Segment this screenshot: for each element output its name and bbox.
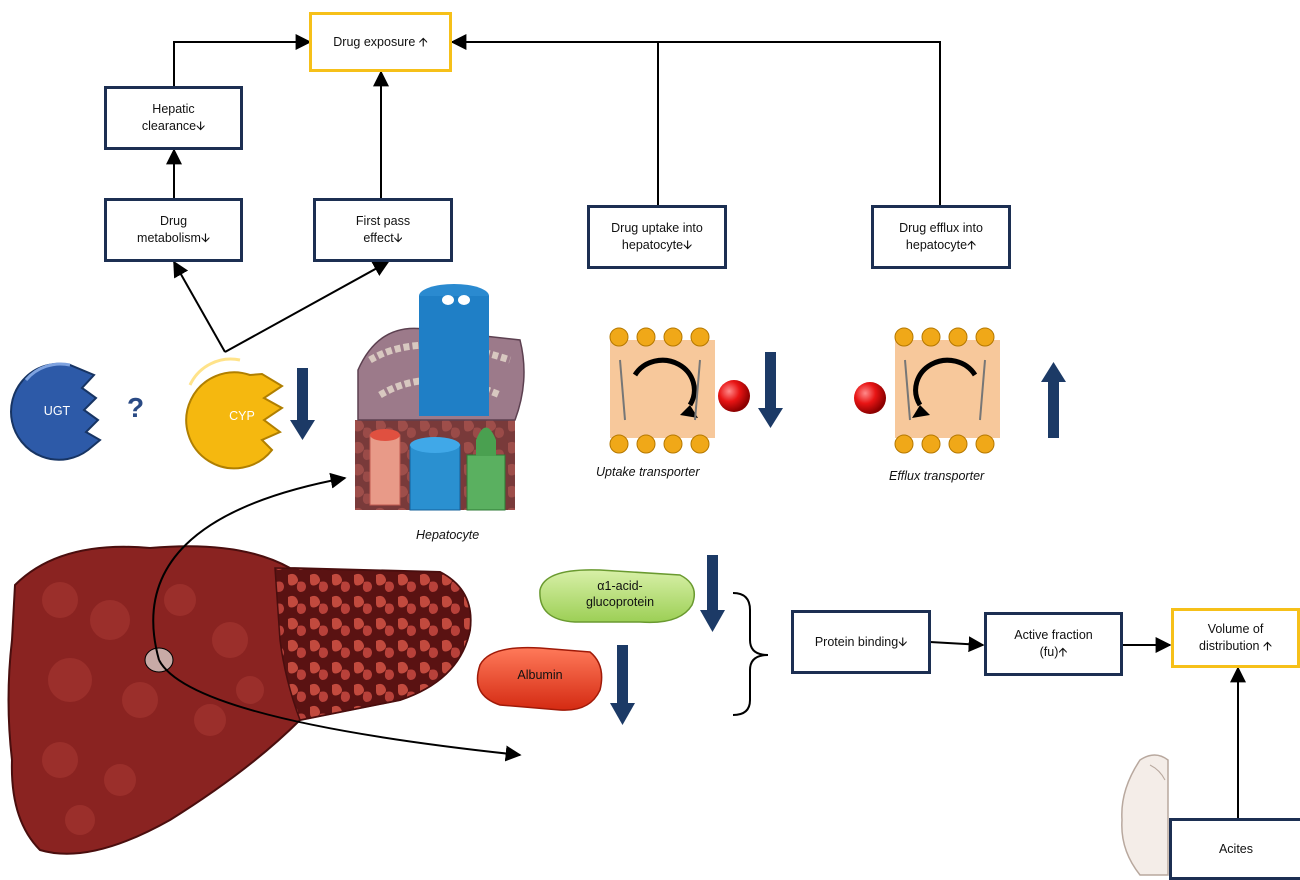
uptake-transporter-icon bbox=[609, 327, 715, 454]
active-fraction-label: Active fraction (fu)🡩 bbox=[1014, 628, 1093, 659]
drug-exposure-label: Drug exposure 🡩 bbox=[333, 34, 428, 49]
volume-of-distribution-label: Volume of distribution 🡩 bbox=[1199, 622, 1272, 653]
drug-efflux-box: Drug efflux into hepatocyte🡩 bbox=[871, 205, 1011, 269]
ugt-enzyme-icon bbox=[10, 362, 102, 461]
uptake-decrease-arrow-icon bbox=[758, 352, 783, 428]
albumin-shape bbox=[476, 646, 603, 711]
acites-box: Acites bbox=[1169, 818, 1300, 880]
a1-glycoprotein-shape bbox=[539, 569, 695, 624]
hepatic-clearance-box: Hepatic clearance🡫 bbox=[104, 86, 243, 150]
drug-efflux-label: Drug efflux into hepatocyte🡩 bbox=[899, 221, 983, 252]
drug-uptake-label: Drug uptake into hepatocyte🡫 bbox=[611, 221, 703, 252]
hepatocyte-illustration bbox=[355, 284, 525, 511]
ugt-question-mark: ? bbox=[127, 392, 145, 423]
cyp-label: CYP bbox=[229, 409, 255, 423]
efflux-transporter-caption: Efflux transporter bbox=[889, 469, 985, 483]
cyp-decrease-arrow-icon bbox=[290, 368, 315, 440]
acites-label: Acites bbox=[1218, 841, 1254, 856]
active-fraction-box: Active fraction (fu)🡩 bbox=[984, 612, 1123, 676]
ugt-label: UGT bbox=[43, 404, 71, 418]
first-pass-effect-box: First pass effect🡫 bbox=[313, 198, 453, 262]
arrow-liver-to-hepatocyte bbox=[152, 472, 347, 661]
hepatocyte-caption: Hepatocyte bbox=[416, 528, 480, 542]
uptake-transporter-caption: Uptake transporter bbox=[596, 465, 700, 479]
arrow-clearance-to-exposure bbox=[173, 34, 312, 86]
arrow-efflux-to-exposure bbox=[658, 41, 941, 205]
drug-metabolism-box: Drug metabolism🡫 bbox=[104, 198, 243, 262]
drug-exposure-box: Drug exposure 🡩 bbox=[309, 12, 452, 72]
protein-binding-box: Protein binding🡫 bbox=[791, 610, 931, 674]
albumin-decrease-arrow-icon bbox=[610, 645, 635, 725]
arrow-binding-to-fraction bbox=[929, 636, 985, 653]
a1-glycoprotein-decrease-arrow-icon bbox=[700, 555, 725, 632]
arrow-cyp-to-firstpass bbox=[224, 261, 390, 353]
albumin-label: Albumin bbox=[517, 668, 563, 682]
drug-metabolism-label: Drug metabolism🡫 bbox=[137, 214, 210, 245]
a1-glycoprotein-label: α1-acid- glucoprotein bbox=[585, 579, 655, 610]
arrow-cyp-to-metabolism bbox=[173, 260, 226, 353]
ascites-body-icon bbox=[1121, 754, 1169, 876]
efflux-transporter-icon bbox=[894, 327, 1000, 454]
first-pass-effect-label: First pass effect🡫 bbox=[355, 214, 411, 245]
efflux-substrate-icon bbox=[854, 382, 886, 414]
protein-binding-label: Protein binding🡫 bbox=[814, 634, 908, 649]
protein-brace bbox=[732, 592, 769, 716]
cyp-enzyme-icon bbox=[185, 357, 284, 470]
hepatic-clearance-label: Hepatic clearance🡫 bbox=[141, 102, 206, 133]
drug-uptake-box: Drug uptake into hepatocyte🡫 bbox=[587, 205, 727, 269]
volume-of-distribution-box: Volume of distribution 🡩 bbox=[1171, 608, 1300, 668]
uptake-substrate-icon bbox=[718, 380, 750, 412]
liver-illustration bbox=[7, 545, 472, 855]
arrow-uptake-to-exposure bbox=[450, 34, 659, 205]
arrow-liver-to-albumin bbox=[158, 659, 522, 762]
efflux-increase-arrow-icon bbox=[1041, 362, 1066, 438]
